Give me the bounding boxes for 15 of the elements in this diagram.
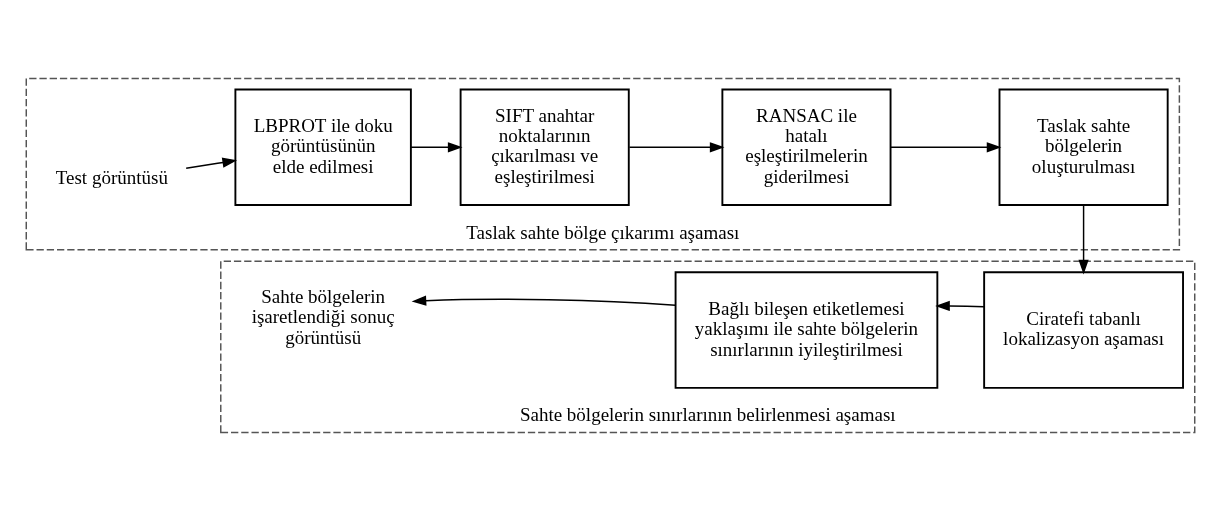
arrow [411,295,677,306]
node-box: Ciratefi tabanlı lokalizasyon aşaması [983,270,1184,389]
node-box: Bağlı bileşen etiketlemesi yaklaşımı ile sahte bölgelerin sınırlarının iyileştirilmesi [674,270,939,389]
node-text: Test görüntüsü [55,166,168,188]
arrow [1078,204,1089,274]
arrow [628,141,725,152]
node-text: Sahte bölgelerin işaretlendiği sonuç görüntüsü [251,285,395,348]
node-box: SIFT anahtar noktalarının çıkarılması ve eşleştirilmesi [459,88,630,206]
arrow [935,300,985,311]
arrow [410,141,463,152]
node-box: Taslak sahte bölgelerin oluşturulması [998,88,1169,206]
node-box: RANSAC ile hatalı eşleştirilmelerin giderilmesi [721,88,892,206]
arrow [889,141,1002,152]
node-box: LBPROT ile doku görüntüsünün elde edilmesi [234,88,412,206]
arrow [185,157,238,169]
